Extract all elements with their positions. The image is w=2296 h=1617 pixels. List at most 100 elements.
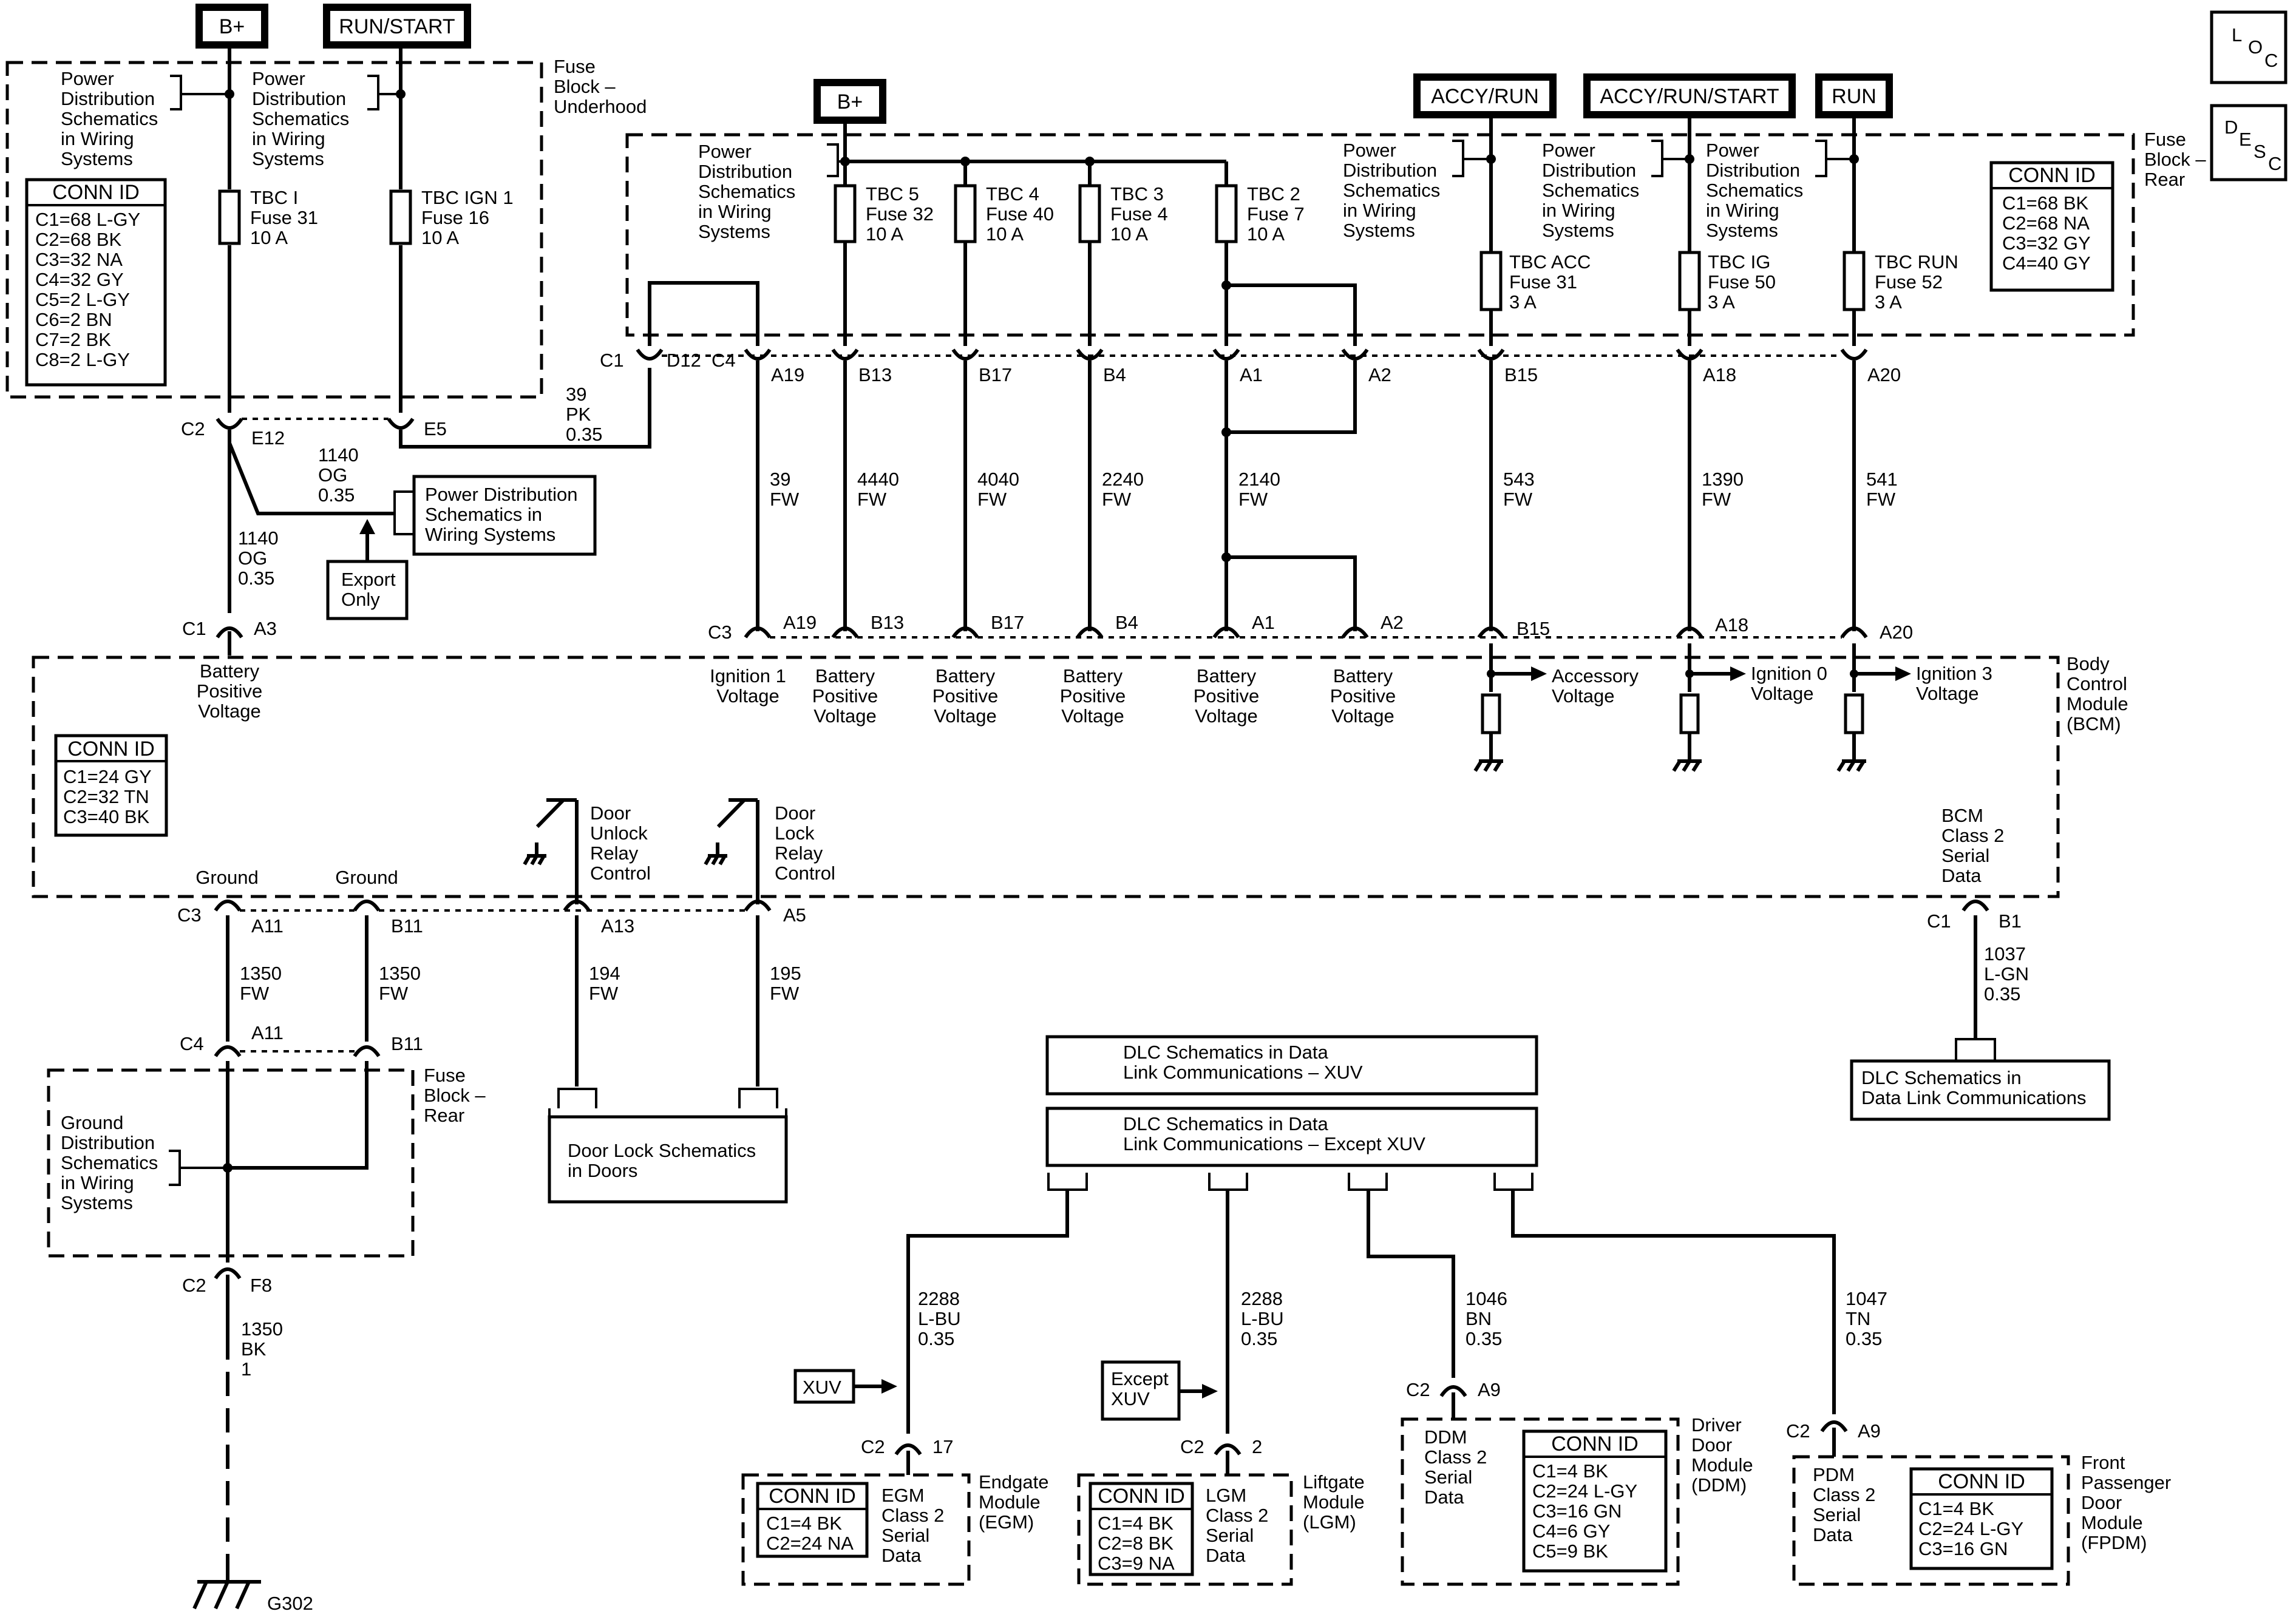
- splice-node: [1221, 552, 1231, 562]
- bcm-title: Body Control Module (BCM): [2067, 653, 2133, 734]
- rear-fuse-block-outline: [47, 1068, 415, 1258]
- loc-legend-box[interactable]: L O C: [2210, 10, 2288, 84]
- svg-text:C5=2 L-GY: C5=2 L-GY: [35, 289, 130, 310]
- bcm-class2-label: BCM Class 2 Serial Data: [1941, 805, 2009, 886]
- splice-node: [1221, 280, 1231, 290]
- svg-text:C1=4 BK: C1=4 BK: [766, 1513, 842, 1534]
- fuse-label-tbc-ign1: TBC IGN 1 Fuse 16 10 A: [421, 187, 518, 248]
- svg-text:Only: Only: [341, 589, 380, 610]
- dlc-stubs: [1047, 1173, 1533, 1191]
- svg-text:C4=40 GY: C4=40 GY: [2002, 253, 2091, 274]
- svg-text:C2=24 L-GY: C2=24 L-GY: [1918, 1518, 2023, 1539]
- wire-label-39-pk: 39 PK 0.35: [566, 384, 602, 445]
- svg-text:XUV: XUV: [803, 1377, 841, 1398]
- wire: [228, 1061, 369, 1170]
- svg-text:C3=32 GY: C3=32 GY: [2002, 232, 2091, 254]
- box-text: DLC Schematics in Data: [1123, 1042, 1328, 1063]
- wire-39-pk: [399, 368, 651, 449]
- dlc-schematics-bcm-box[interactable]: DLC Schematics in Data Link Communicatio…: [1850, 1059, 2111, 1121]
- connector-label: C2: [1786, 1420, 1810, 1442]
- source-label: B+: [837, 90, 863, 114]
- export-only-callout: Export Only: [326, 519, 409, 620]
- power-distribution-reference: Power Distribution Schematics in Wiring …: [1706, 140, 1809, 241]
- mid-wires: [756, 361, 1856, 631]
- pin-label: D12: [667, 350, 701, 371]
- door-lock-schematics-box[interactable]: Door Lock Schematics in Doors: [548, 1115, 788, 1204]
- door-unlock-relay-switch: [523, 798, 579, 904]
- svg-text:CONN ID: CONN ID: [1551, 1432, 1639, 1456]
- door-lock-relay-switch: [704, 798, 759, 904]
- pin-label: A13: [601, 915, 634, 937]
- splice-node: [1221, 427, 1231, 437]
- svg-text:C2=68 NA: C2=68 NA: [2002, 212, 2090, 234]
- reference-bracket: [557, 1088, 597, 1108]
- svg-text:C2=32 TN: C2=32 TN: [63, 786, 149, 807]
- box-stub: [548, 1108, 787, 1117]
- svg-text:C3=40 BK: C3=40 BK: [63, 806, 150, 827]
- source-run: RUN: [1815, 73, 1893, 118]
- desc-letter: D: [2224, 117, 2238, 138]
- svg-text:C2=68 BK: C2=68 BK: [35, 229, 122, 250]
- box-text: Wiring Systems: [425, 524, 555, 545]
- loc-letter: C: [2264, 50, 2278, 71]
- bcm-outline: [32, 656, 2060, 898]
- desc-letter: C: [2268, 153, 2281, 174]
- fuse-tbc-ign1: [389, 189, 412, 245]
- power-distribution-reference: Power Distribution Schematics in Wiring …: [1343, 140, 1445, 241]
- pin-label: B17: [991, 612, 1024, 633]
- conn-id-table-lgm: CONN ID C1=4 BK C2=8 BK C3=9 NA: [1089, 1482, 1194, 1576]
- reference-bracket: [169, 1150, 228, 1186]
- door-lock-relay-label: Door Lock Relay Control: [775, 802, 835, 884]
- ground-distribution-reference: Ground Distribution Schematics in Wiring…: [61, 1112, 163, 1213]
- reference-bracket: [1452, 140, 1491, 177]
- connector-label: C2: [182, 1275, 206, 1296]
- pin-label: B17: [979, 364, 1012, 385]
- svg-text:CONN ID: CONN ID: [2008, 164, 2096, 187]
- connector-label: C2: [181, 418, 205, 439]
- svg-text:C4=32 GY: C4=32 GY: [35, 269, 124, 290]
- conn-id-table-bcm: CONN ID C1=24 GY C2=32 TN C3=40 BK: [54, 734, 168, 837]
- reference-bracket: [1955, 1038, 1996, 1060]
- connector-label: C2: [861, 1436, 885, 1457]
- ground-g302-icon: [192, 1572, 261, 1610]
- dlc-schematics-xuv-box[interactable]: DLC Schematics in Data Link Communicatio…: [1045, 1035, 1538, 1096]
- conn-id-table-fpdm: CONN ID C1=4 BK C2=24 L-GY C3=16 GN: [1909, 1467, 2054, 1570]
- power-distribution-box[interactable]: Power Distribution Schematics in Wiring …: [412, 475, 597, 556]
- source-b-plus-center: B+: [813, 79, 886, 124]
- source-accy-run: ACCY/RUN: [1413, 73, 1557, 118]
- fuse-tbc3: [1078, 184, 1101, 243]
- connector-label: C3: [708, 622, 732, 643]
- dlc-schematics-except-xuv-box[interactable]: DLC Schematics in Data Link Communicatio…: [1045, 1107, 1538, 1167]
- conn-id-table-egm: CONN ID C1=4 BK C2=24 NA: [756, 1482, 869, 1558]
- source-run-start: RUN/START: [323, 4, 471, 49]
- svg-text:C1=4 BK: C1=4 BK: [1098, 1513, 1173, 1534]
- connector-row-bcm-top: [216, 626, 1868, 639]
- fuse-block-rear-outline: [625, 133, 2135, 337]
- desc-legend-box[interactable]: D E S C: [2210, 104, 2288, 181]
- wire-1140-og-branch: [228, 442, 395, 515]
- fuse-block-underhood-title: Fuse Block – Underhood: [554, 56, 647, 117]
- svg-text:C3=16 GN: C3=16 GN: [1532, 1500, 1622, 1522]
- svg-text:C5=9 BK: C5=9 BK: [1532, 1541, 1608, 1562]
